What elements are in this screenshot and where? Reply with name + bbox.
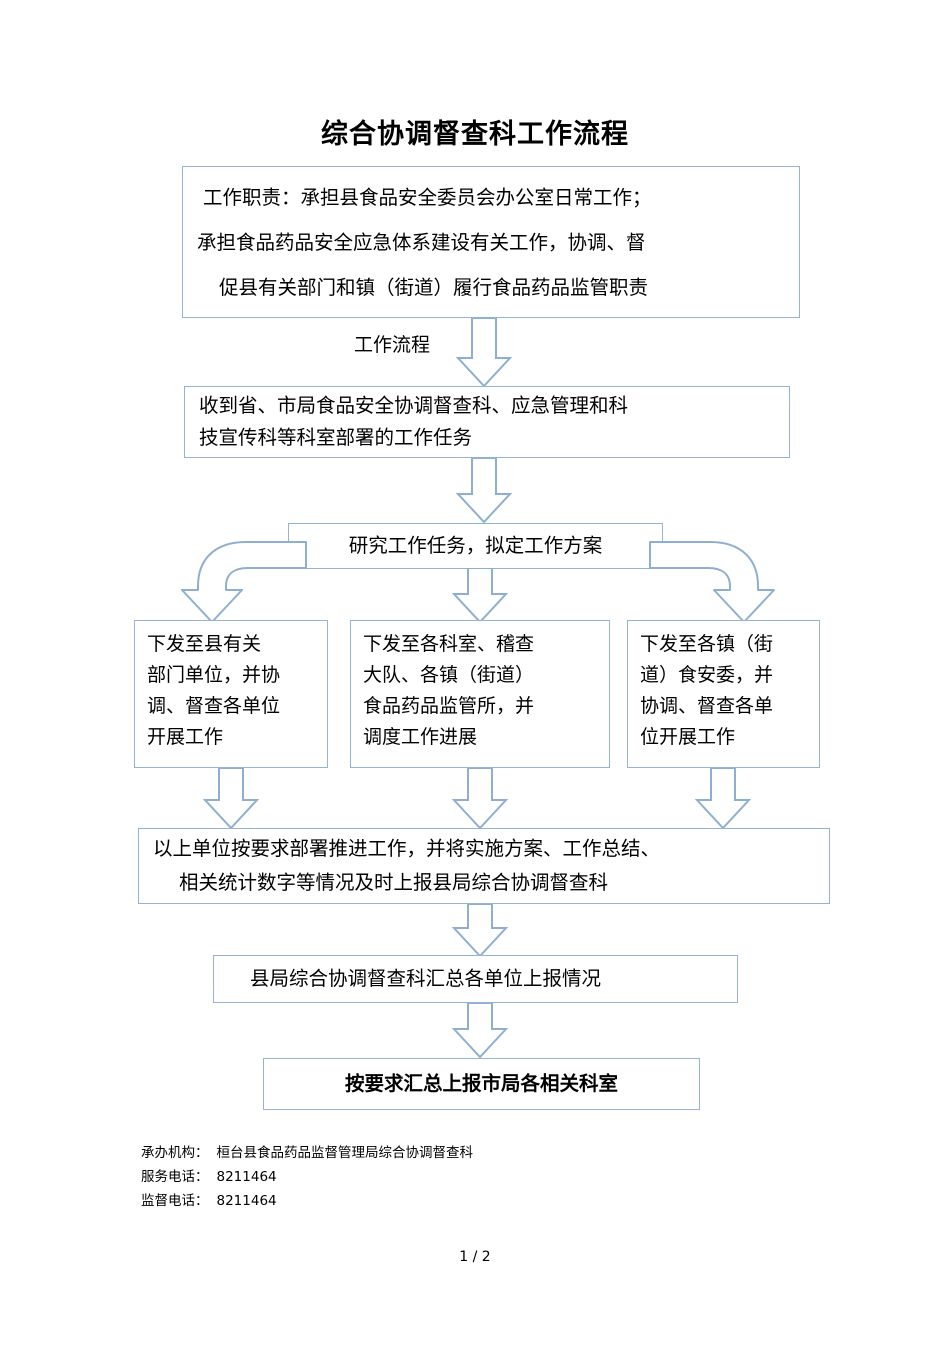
report-line-2: 相关统计数字等情况及时上报县局综合协调督查科 — [179, 871, 609, 894]
report-line-1: 以上单位按要求部署推进工作，并将实施方案、工作总结、 — [153, 837, 661, 860]
arrow-study-to-towns-curved — [648, 534, 788, 626]
receive-line-1: 收到省、市局食品安全协调督查科、应急管理和科 — [199, 394, 629, 417]
branch-towns-line-1: 下发至各镇（街 — [640, 633, 774, 655]
receive-line-2: 技宣传科等科室部署的工作任务 — [199, 426, 473, 449]
arrow-duties-to-receive — [454, 318, 514, 388]
footer-row-agency: 承办机构： 桓台县食品药品监督管理局综合协调督查科 — [141, 1141, 473, 1165]
arrow-summary-to-final — [450, 1003, 510, 1059]
duties-line-1: 工作职责：承担县食品安全委员会办公室日常工作； — [203, 185, 652, 209]
footer-value-agency: 桓台县食品药品监督管理局综合协调督查科 — [216, 1145, 474, 1161]
flow-node-report-up: 以上单位按要求部署推进工作，并将实施方案、工作总结、 相关统计数字等情况及时上报… — [138, 828, 830, 904]
branch-depts-line-3: 食品药品监管所，并 — [363, 695, 535, 717]
flow-node-branch-county: 下发至县有关 部门单位，并协 调、督查各单位 开展工作 — [134, 620, 328, 768]
footer-meta: 承办机构： 桓台县食品药品监督管理局综合协调督查科 服务电话： 8211464 监督… — [141, 1141, 473, 1213]
flow-node-summary: 县局综合协调督查科汇总各单位上报情况 — [213, 955, 738, 1003]
flow-node-branch-departments: 下发至各科室、稽查 大队、各镇（街道） 食品药品监管所，并 调度工作进展 — [350, 620, 610, 768]
flow-stage-label: 工作流程 — [354, 334, 431, 356]
branch-county-line-2: 部门单位，并协 — [147, 664, 281, 686]
branch-towns-line-2: 道）食安委，并 — [640, 664, 774, 686]
flow-node-final: 按要求汇总上报市局各相关科室 — [263, 1058, 700, 1110]
flow-node-receive-task: 收到省、市局食品安全协调督查科、应急管理和科 技宣传科等科室部署的工作任务 — [184, 386, 790, 458]
flow-node-study-task: 研究工作任务，拟定工作方案 — [288, 523, 663, 569]
footer-row-supervision-phone: 监督电话： 8211464 — [141, 1189, 473, 1213]
branch-towns-line-4: 位开展工作 — [640, 726, 736, 748]
branch-county-line-3: 调、督查各单位 — [147, 695, 281, 717]
arrow-depts-to-report — [450, 768, 510, 830]
footer-value-service-phone: 8211464 — [216, 1169, 277, 1185]
flow-node-duties: 工作职责：承担县食品安全委员会办公室日常工作； 承担食品药品安全应急体系建设有关… — [182, 166, 800, 318]
branch-depts-line-4: 调度工作进展 — [363, 726, 478, 748]
arrow-study-to-county-curved — [168, 534, 308, 626]
arrow-county-to-report — [201, 768, 261, 830]
summary-line-1: 县局综合协调督查科汇总各单位上报情况 — [250, 967, 602, 991]
branch-county-line-1: 下发至县有关 — [147, 633, 262, 655]
footer-label-agency: 承办机构： — [141, 1145, 209, 1161]
duties-line-2: 承担食品药品安全应急体系建设有关工作，协调、督 — [197, 230, 646, 254]
arrow-study-to-depts — [450, 568, 510, 624]
arrow-towns-to-report — [693, 768, 753, 830]
footer-value-supervision-phone: 8211464 — [216, 1193, 277, 1209]
study-line-1: 研究工作任务，拟定工作方案 — [348, 534, 603, 558]
branch-depts-line-2: 大队、各镇（街道） — [363, 664, 535, 686]
branch-county-line-4: 开展工作 — [147, 726, 224, 748]
duties-line-3: 促县有关部门和镇（街道）履行食品药品监管职责 — [219, 275, 649, 299]
branch-towns-line-3: 协调、督查各单 — [640, 695, 774, 717]
footer-row-service-phone: 服务电话： 8211464 — [141, 1165, 473, 1189]
footer-label-service-phone: 服务电话： — [141, 1169, 209, 1185]
footer-label-supervision-phone: 监督电话： — [141, 1193, 209, 1209]
arrow-receive-to-study — [454, 458, 514, 524]
final-line-1: 按要求汇总上报市局各相关科室 — [344, 1072, 618, 1096]
flow-node-branch-towns: 下发至各镇（街 道）食安委，并 协调、督查各单 位开展工作 — [627, 620, 820, 768]
page-title: 综合协调督查科工作流程 — [321, 119, 629, 150]
page-number: 1 / 2 — [459, 1249, 491, 1265]
branch-depts-line-1: 下发至各科室、稽查 — [363, 633, 535, 655]
arrow-report-to-summary — [450, 904, 510, 958]
